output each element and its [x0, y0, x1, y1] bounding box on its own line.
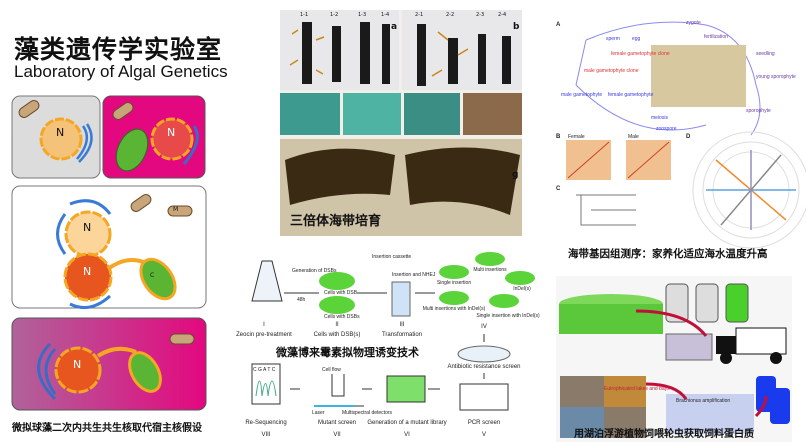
section-letter: A — [556, 22, 561, 28]
cell-panel-replaced — [11, 317, 207, 411]
lifecycle-label: fertilization — [704, 34, 728, 40]
cell-panel-symbiont — [102, 95, 206, 179]
nucleus-label: N — [167, 126, 176, 139]
lifecycle-label: young sporophyte — [756, 74, 796, 80]
panel-letter: b — [513, 22, 520, 32]
endosymbiosis-figure: N N N N N M C — [10, 94, 208, 414]
lifecycle-label: egg — [632, 36, 641, 42]
lifecycle-label: sperm — [606, 36, 620, 42]
mitochondrion-label: M — [173, 206, 179, 213]
cell-label: Single insertion with InDel(s) — [476, 313, 540, 319]
sample-label: 1-4 — [381, 12, 390, 18]
flow-label: Multispectral detectors — [342, 410, 393, 416]
triploid-kelp-figure: 三倍体海带培育 a b g 1-1 1-2 1-3 1-4 2-1 2-2 2-… — [280, 10, 522, 236]
step-label: Generation of a mutant library — [367, 420, 446, 426]
cell-panel-engulfed — [11, 185, 207, 310]
sequence-bases: C G A T C — [253, 367, 276, 373]
lifecycle-label: female gametophyte — [608, 92, 654, 98]
step-label: Transformation — [382, 332, 422, 338]
step-number: VII — [333, 432, 341, 438]
lifecycle-label: sporophyte — [746, 108, 771, 114]
step-label: PCR screen — [468, 420, 500, 426]
nucleus-label: N — [56, 126, 65, 139]
sample-label: 2-3 — [476, 12, 485, 18]
step-number: I — [263, 322, 265, 328]
cell-panel-host — [11, 95, 101, 179]
cell-label: Multi insertions with InDel(s) — [423, 306, 486, 312]
step-label: Antibiotic resistance screen — [447, 364, 520, 370]
kelp-genome-figure: A B C D zygote fertilization sperm egg s… — [556, 10, 807, 260]
cell-label: Single insertion — [437, 280, 471, 286]
mutagenesis-workflow: C G A T C Generation of DSBs 48h Inserti… — [232, 246, 550, 442]
kelp-caption: 三倍体海带培育 — [290, 214, 382, 229]
lifecycle-label: male gametophyte clone — [584, 68, 639, 74]
genome-caption: 海带基因组测序：家养化适应海水温度升高 — [568, 248, 768, 260]
cell-label: InDel(s) — [513, 286, 531, 292]
sample-label: 1-1 — [300, 12, 309, 18]
arrow-label-insertion: Insertion and NHEJ — [392, 272, 436, 278]
cell-label: Multi insertions — [473, 267, 507, 273]
step-number: III — [399, 322, 404, 328]
sample-label: 1-3 — [358, 12, 367, 18]
lifecycle-label: male gametophyte — [561, 92, 602, 98]
section-letter: C — [556, 186, 561, 192]
heatmap-title: Male — [628, 134, 639, 140]
arrow-label-cassette: Insertion cassette — [372, 254, 411, 260]
lab-title-chinese: 藻类遗传学实验室 — [14, 35, 223, 64]
step-number: II — [335, 322, 339, 328]
rotifer-feeding-figure: Eutrophicated lakes and bays Brachionus … — [556, 276, 792, 442]
step-number: VI — [404, 432, 410, 438]
flow-label: Cell flow — [322, 367, 341, 373]
step-label: Re-Sequencing — [245, 420, 286, 426]
photo-label: Eutrophicated lakes and bays — [604, 386, 670, 392]
step-label: Mutant screen — [318, 420, 356, 426]
step-number: VIII — [261, 432, 270, 438]
sample-label: 2-1 — [415, 12, 424, 18]
mutagenesis-caption: 微藻博来霉素拟物理诱变技术 — [276, 346, 419, 359]
sample-label: 2-4 — [498, 12, 507, 18]
nucleus-label: N — [83, 265, 92, 278]
lifecycle-label: zoospore — [656, 126, 677, 132]
nucleus-label: N — [83, 221, 92, 234]
lifecycle-label: meiosis — [651, 115, 668, 121]
sample-label: 2-2 — [446, 12, 455, 18]
step-label: Cells with DSB(s) — [314, 332, 361, 338]
cell-label: Cells with DSBs — [324, 314, 360, 320]
flow-label: Laser — [312, 410, 325, 416]
arrow-label-dsb: Generation of DSBs — [292, 268, 337, 274]
section-letter: D — [686, 134, 691, 140]
section-letter: B — [556, 134, 561, 140]
lifecycle-label: seedling — [756, 51, 775, 57]
lab-title-english: Laboratory of Algal Genetics — [14, 62, 228, 81]
step-number: V — [482, 432, 486, 438]
endosymbiosis-caption: 微拟球藻二次内共生共生核取代宿主核假设 — [12, 423, 202, 434]
rotifer-caption: 用湖泊浮游植物饲喂轮虫获取饲料蛋白质 — [574, 429, 754, 440]
lifecycle-label: zygote — [686, 20, 701, 26]
nucleus-label: N — [73, 358, 82, 371]
chloroplast-label: C — [150, 272, 155, 279]
arrow-label-time: 48h — [297, 297, 306, 303]
heatmap-title: Female — [568, 134, 585, 140]
sample-label: 1-2 — [330, 12, 339, 18]
panel-letter: a — [391, 22, 398, 32]
lifecycle-label: female gametophyte clone — [611, 51, 670, 57]
tank-label: Brachionus amplification — [676, 398, 730, 404]
panel-letter: g — [512, 170, 519, 180]
cell-label: Cells with DSB — [324, 290, 358, 296]
step-number: IV — [481, 324, 487, 330]
step-label: Zeocin pre-treatment — [236, 332, 292, 338]
